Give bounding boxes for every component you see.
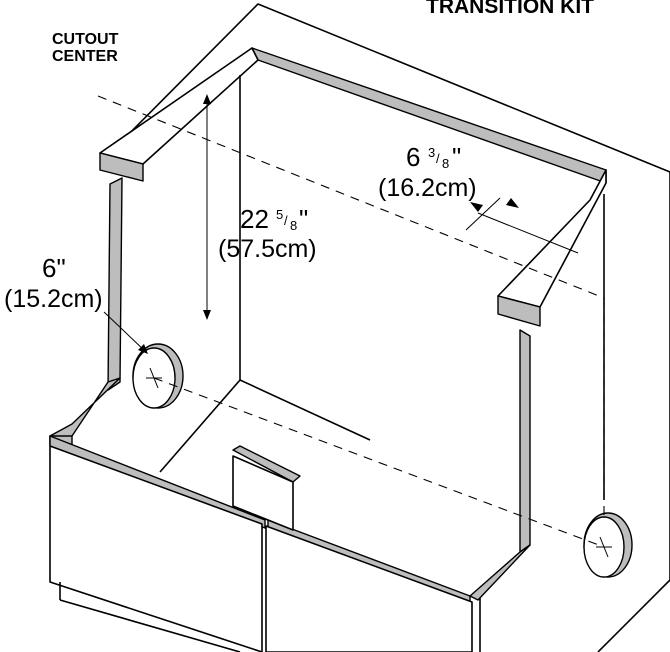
height-dimension bbox=[203, 94, 211, 320]
center-lines bbox=[97, 95, 605, 548]
cabinet-outline bbox=[99, 3, 670, 652]
cutout-center-label-line2: CENTER bbox=[52, 48, 118, 65]
header-title: TRANSITION KIT bbox=[426, 0, 594, 18]
height-whole: 22 bbox=[240, 204, 269, 234]
depth-metric: (16.2cm) bbox=[378, 174, 477, 202]
cutout-circle-right bbox=[583, 512, 633, 578]
depth-fraction-slash: / bbox=[436, 151, 440, 166]
height-fraction-den: 8 bbox=[290, 218, 297, 233]
base-section bbox=[49, 377, 531, 652]
height-fraction-num: 5 bbox=[276, 207, 283, 222]
depth-dimension bbox=[465, 197, 579, 254]
cutout-circle-left bbox=[132, 343, 184, 409]
depth-inch-mark: " bbox=[452, 142, 461, 172]
height-fraction-slash: / bbox=[284, 213, 288, 228]
depth-fraction-den: 8 bbox=[442, 156, 449, 171]
diameter-metric: (15.2cm) bbox=[4, 285, 103, 313]
depth-whole: 6 bbox=[406, 142, 420, 172]
cutout-center-label-line1: CUTOUT bbox=[52, 31, 119, 48]
top-ledge-frame bbox=[99, 47, 607, 327]
height-metric: (57.5cm) bbox=[218, 235, 317, 263]
height-inch-mark: " bbox=[299, 204, 308, 234]
diameter-leader bbox=[103, 311, 148, 354]
diameter-imperial: 6" bbox=[42, 253, 66, 283]
depth-fraction-num: 3 bbox=[428, 145, 435, 160]
